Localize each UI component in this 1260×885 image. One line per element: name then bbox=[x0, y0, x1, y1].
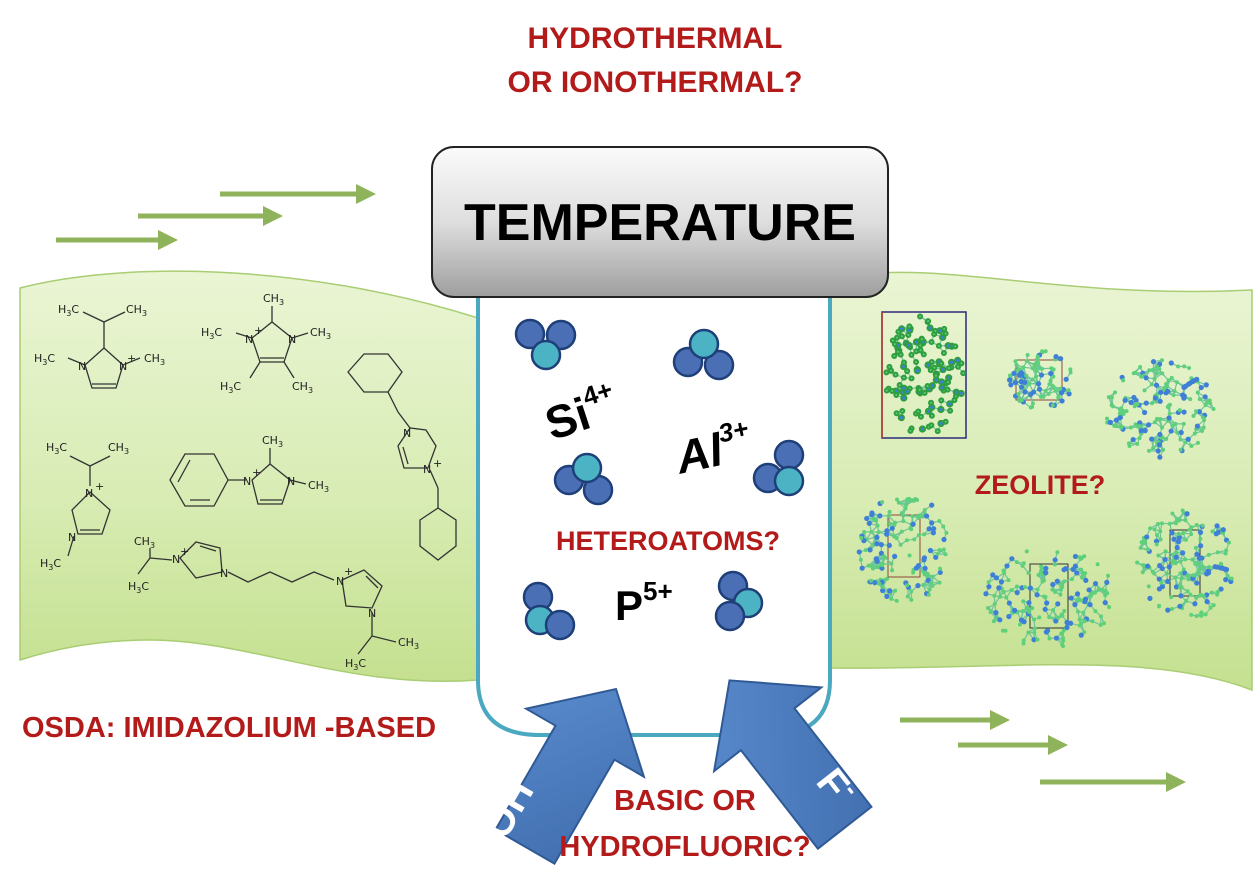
temperature-label: TEMPERATURE bbox=[464, 194, 856, 252]
zeolite-framework-1 bbox=[881, 311, 967, 439]
green-arrows-top bbox=[56, 184, 376, 250]
svg-text:+: + bbox=[252, 466, 261, 479]
svg-text:Al3+: Al3+ bbox=[670, 413, 757, 484]
title-question-line2: OR IONOTHERMAL? bbox=[508, 66, 803, 99]
svg-text:H3C: H3C bbox=[345, 657, 366, 672]
molecule-2: CH3 N + N H3C CH3 H3C CH3 bbox=[201, 292, 331, 395]
svg-text:N: N bbox=[287, 475, 295, 488]
al-ion-label: Al3+ bbox=[670, 413, 757, 484]
svg-text:H3C: H3C bbox=[34, 352, 55, 367]
svg-text:+: + bbox=[127, 352, 136, 365]
zeolite-framework-3 bbox=[1105, 358, 1216, 460]
svg-text:CH3: CH3 bbox=[108, 441, 129, 456]
molecule-1: H3C CH3 N N + H3C CH3 bbox=[34, 303, 165, 389]
svg-text:N: N bbox=[243, 475, 251, 488]
molecule-6: H3C CH3 N + N N + N CH3 H3C bbox=[128, 535, 419, 672]
svg-text:N: N bbox=[85, 487, 93, 500]
heteroatoms-label: HETEROATOMS? bbox=[556, 526, 780, 556]
svg-text:CH3: CH3 bbox=[262, 434, 283, 449]
medium-question-line1: BASIC OR bbox=[614, 785, 756, 817]
svg-text:N: N bbox=[68, 531, 76, 544]
atom-cluster-1 bbox=[514, 318, 577, 371]
left-band bbox=[19, 270, 479, 683]
svg-text:N: N bbox=[368, 607, 376, 620]
svg-text:CH3: CH3 bbox=[263, 292, 284, 307]
atom-cluster-2 bbox=[672, 328, 735, 381]
svg-text:CH3: CH3 bbox=[134, 535, 155, 550]
svg-text:H3C: H3C bbox=[128, 580, 149, 595]
svg-text:CH3: CH3 bbox=[292, 380, 313, 395]
molecule-4: H3C CH3 N + N H3C bbox=[40, 441, 129, 572]
svg-text:+: + bbox=[95, 480, 104, 493]
p-symbol: P bbox=[615, 582, 643, 629]
atom-cluster-6 bbox=[714, 570, 764, 632]
zeolite-framework-6 bbox=[1135, 508, 1234, 619]
svg-text:+: + bbox=[433, 457, 442, 470]
zeolite-framework-4 bbox=[856, 496, 949, 603]
svg-text:N: N bbox=[336, 575, 344, 588]
zeolite-framework-5 bbox=[983, 549, 1112, 649]
svg-text:+: + bbox=[254, 324, 263, 337]
title-question-line1: HYDROTHERMAL bbox=[528, 22, 783, 55]
svg-text:CH3: CH3 bbox=[126, 303, 147, 318]
molecule-5: CH3 N + N CH3 bbox=[169, 434, 329, 507]
atom-cluster-3 bbox=[553, 452, 614, 506]
temperature-box bbox=[431, 146, 889, 298]
fluoride-arrow bbox=[712, 679, 873, 851]
svg-text:N: N bbox=[423, 463, 431, 476]
svg-text:N: N bbox=[220, 567, 228, 580]
al-charge: 3+ bbox=[716, 413, 751, 449]
svg-text:N: N bbox=[245, 333, 253, 346]
svg-text:H3C: H3C bbox=[46, 441, 67, 456]
svg-text:H3C: H3C bbox=[201, 326, 222, 341]
svg-text:CH3: CH3 bbox=[310, 326, 331, 341]
svg-text:H3C: H3C bbox=[58, 303, 79, 318]
green-arrows-bottom bbox=[900, 710, 1186, 792]
zeolite-framework-2 bbox=[1006, 349, 1073, 410]
hydroxide-arrow bbox=[494, 687, 646, 865]
osda-label: OSDA: IMIDAZOLIUM -BASED bbox=[22, 712, 436, 744]
molecule-3: N N + bbox=[347, 353, 457, 561]
svg-text:N: N bbox=[78, 360, 86, 373]
svg-text:CH3: CH3 bbox=[398, 636, 419, 651]
svg-text:N: N bbox=[172, 553, 180, 566]
atom-cluster-5 bbox=[522, 581, 576, 641]
svg-text:CH3: CH3 bbox=[308, 479, 329, 494]
p-ion-label: P5+ bbox=[615, 576, 673, 629]
svg-text:N: N bbox=[288, 333, 296, 346]
svg-text:N: N bbox=[119, 360, 127, 373]
p-charge: 5+ bbox=[643, 576, 673, 606]
svg-text:H3C: H3C bbox=[40, 557, 61, 572]
svg-text:H3C: H3C bbox=[220, 380, 241, 395]
svg-text:+: + bbox=[180, 545, 189, 558]
atom-cluster-4 bbox=[752, 439, 805, 497]
svg-text:CH3: CH3 bbox=[144, 352, 165, 367]
medium-question-line2: HYDROFLUORIC? bbox=[559, 831, 810, 863]
svg-text:N: N bbox=[403, 427, 411, 440]
svg-text:+: + bbox=[344, 565, 353, 578]
zeolite-label: ZEOLITE? bbox=[975, 470, 1106, 500]
